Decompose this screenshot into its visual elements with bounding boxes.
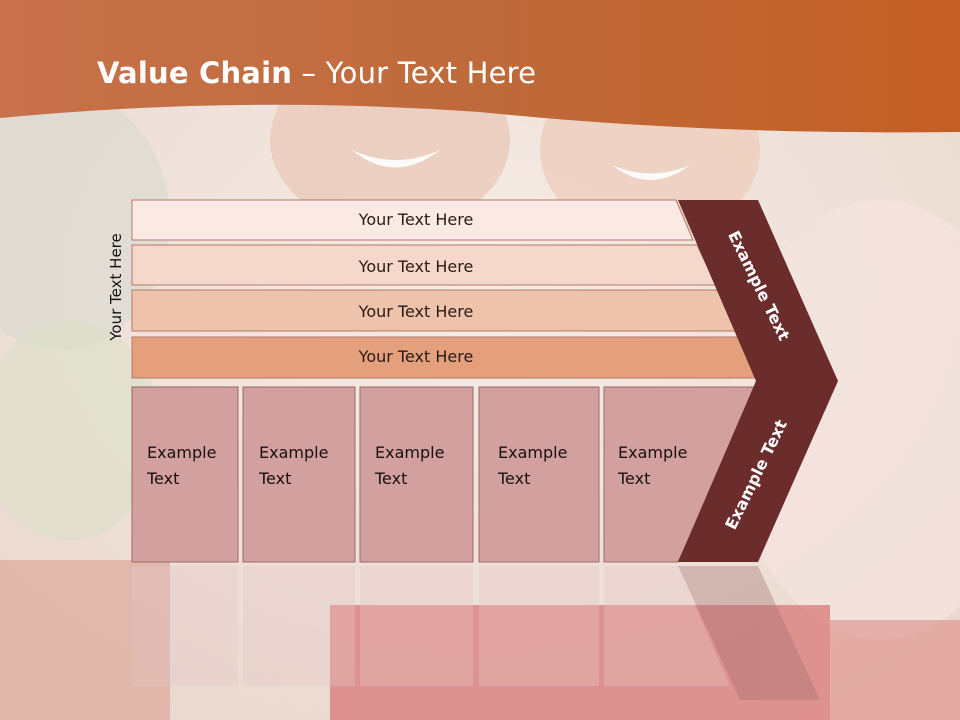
primary-box-4-line2: Text	[497, 469, 530, 488]
support-bar-2-label: Your Text Here	[358, 257, 474, 276]
primary-box-5-line2: Text	[617, 469, 650, 488]
support-bar-1-label: Your Text Here	[358, 210, 474, 229]
primary-box-3-line1: Example	[375, 443, 444, 462]
diagram-reflection	[132, 566, 820, 700]
primary-box-1-line2: Text	[146, 469, 179, 488]
page-title: Value Chain – Your Text Here	[97, 56, 536, 90]
primary-box-4-line1: Example	[498, 443, 567, 462]
primary-box-5: Example Text	[603, 386, 761, 563]
margin-chevron: Example Text Example Text	[678, 200, 838, 562]
support-bar-4: Your Text Here	[131, 336, 765, 379]
support-bar-4-label: Your Text Here	[358, 347, 474, 366]
primary-box-2: Example Text	[242, 386, 356, 563]
support-bar-3-label: Your Text Here	[358, 302, 474, 321]
support-bar-1: Your Text Here	[131, 199, 694, 241]
support-bar-2: Your Text Here	[131, 244, 717, 286]
support-bar-3: Your Text Here	[131, 289, 740, 332]
primary-box-1: Example Text	[131, 386, 239, 563]
primary-box-3-line2: Text	[374, 469, 407, 488]
primary-box-5-line1: Example	[618, 443, 687, 462]
primary-box-3: Example Text	[359, 386, 474, 563]
title-rest: – Your Text Here	[292, 56, 537, 90]
primary-box-4: Example Text	[478, 386, 600, 563]
primary-box-1-line1: Example	[147, 443, 216, 462]
primary-box-2-line1: Example	[259, 443, 328, 462]
primary-box-2-line2: Text	[258, 469, 291, 488]
title-bold: Value Chain	[97, 56, 293, 90]
